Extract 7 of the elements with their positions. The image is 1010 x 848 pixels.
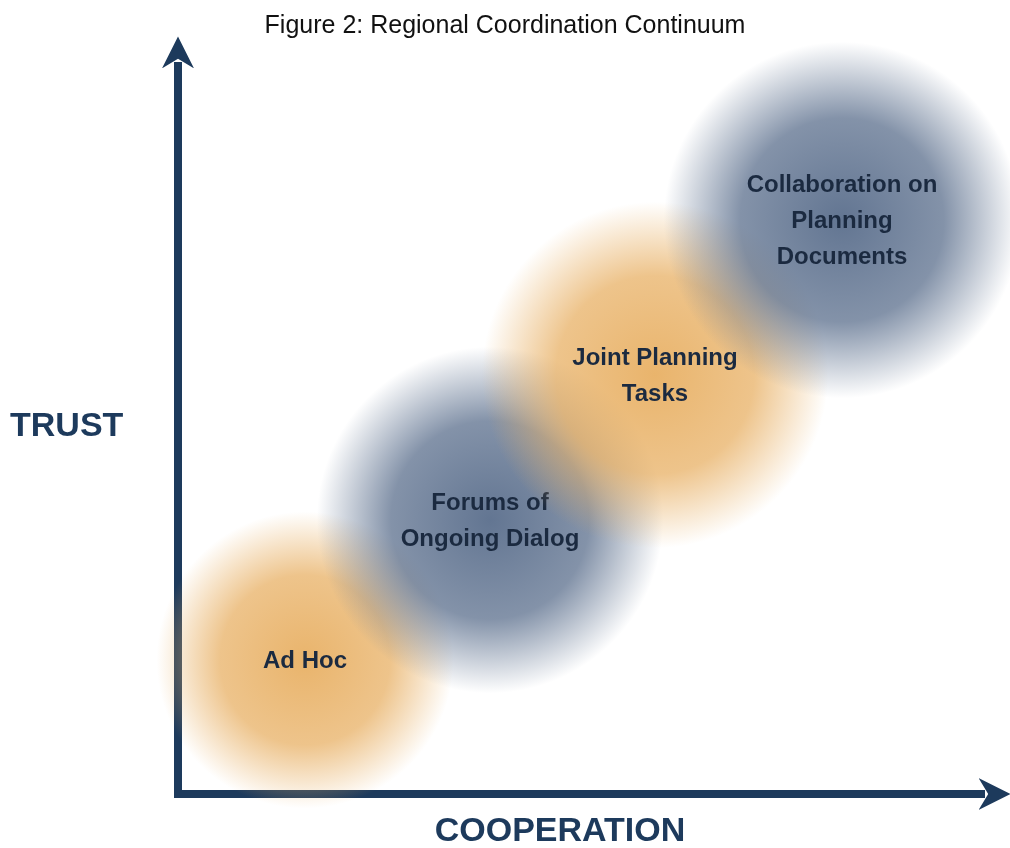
stage-label: Joint Planning Tasks: [571, 342, 739, 408]
stage-label: Forums of Ongoing Dialog: [399, 487, 581, 553]
stage-label: Ad Hoc: [262, 645, 348, 675]
stage-label: Collaboration on Planning Documents: [745, 169, 939, 271]
figure-title: Figure 2: Regional Coordination Continuum: [263, 10, 747, 39]
vertical-axis-title: TRUST: [10, 405, 124, 444]
horizontal-axis-title: COOPERATION: [434, 810, 686, 848]
